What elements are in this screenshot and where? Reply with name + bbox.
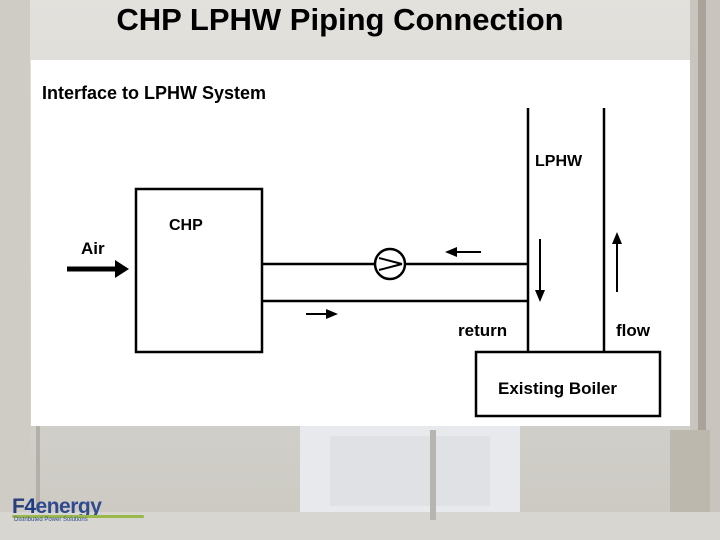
diagram-heading: Interface to LPHW System	[42, 83, 266, 103]
chp-label: CHP	[169, 217, 203, 234]
f4energy-logo: F4energy Distributed Power Solutions	[12, 496, 144, 526]
air-arrow-head	[115, 260, 129, 278]
arrow-up-flow-icon	[612, 232, 622, 292]
piping-diagram: Interface to LPHW System CHP Air LPHW	[42, 83, 662, 418]
logo-digit: 4	[24, 495, 36, 518]
logo-prefix: F	[12, 495, 25, 518]
logo-suffix: energy	[35, 495, 102, 518]
chp-box	[134, 187, 264, 354]
arrow-left-upper-icon	[445, 247, 481, 257]
logo-swoosh	[12, 515, 144, 518]
arrow-right-lower-icon	[306, 309, 338, 319]
return-label: return	[458, 321, 507, 340]
diagram-panel: Interface to LPHW System CHP Air LPHW	[31, 60, 690, 426]
boiler-box	[474, 350, 662, 418]
pump-icon	[373, 247, 407, 281]
logo-tagline: Distributed Power Solutions	[14, 517, 88, 523]
slide-title: CHP LPHW Piping Connection	[116, 2, 564, 37]
arrow-down-return-icon	[535, 239, 545, 302]
lphw-label: LPHW	[535, 153, 583, 170]
flow-label: flow	[616, 321, 651, 340]
air-label: Air	[81, 239, 105, 258]
boiler-label: Existing Boiler	[498, 379, 617, 398]
